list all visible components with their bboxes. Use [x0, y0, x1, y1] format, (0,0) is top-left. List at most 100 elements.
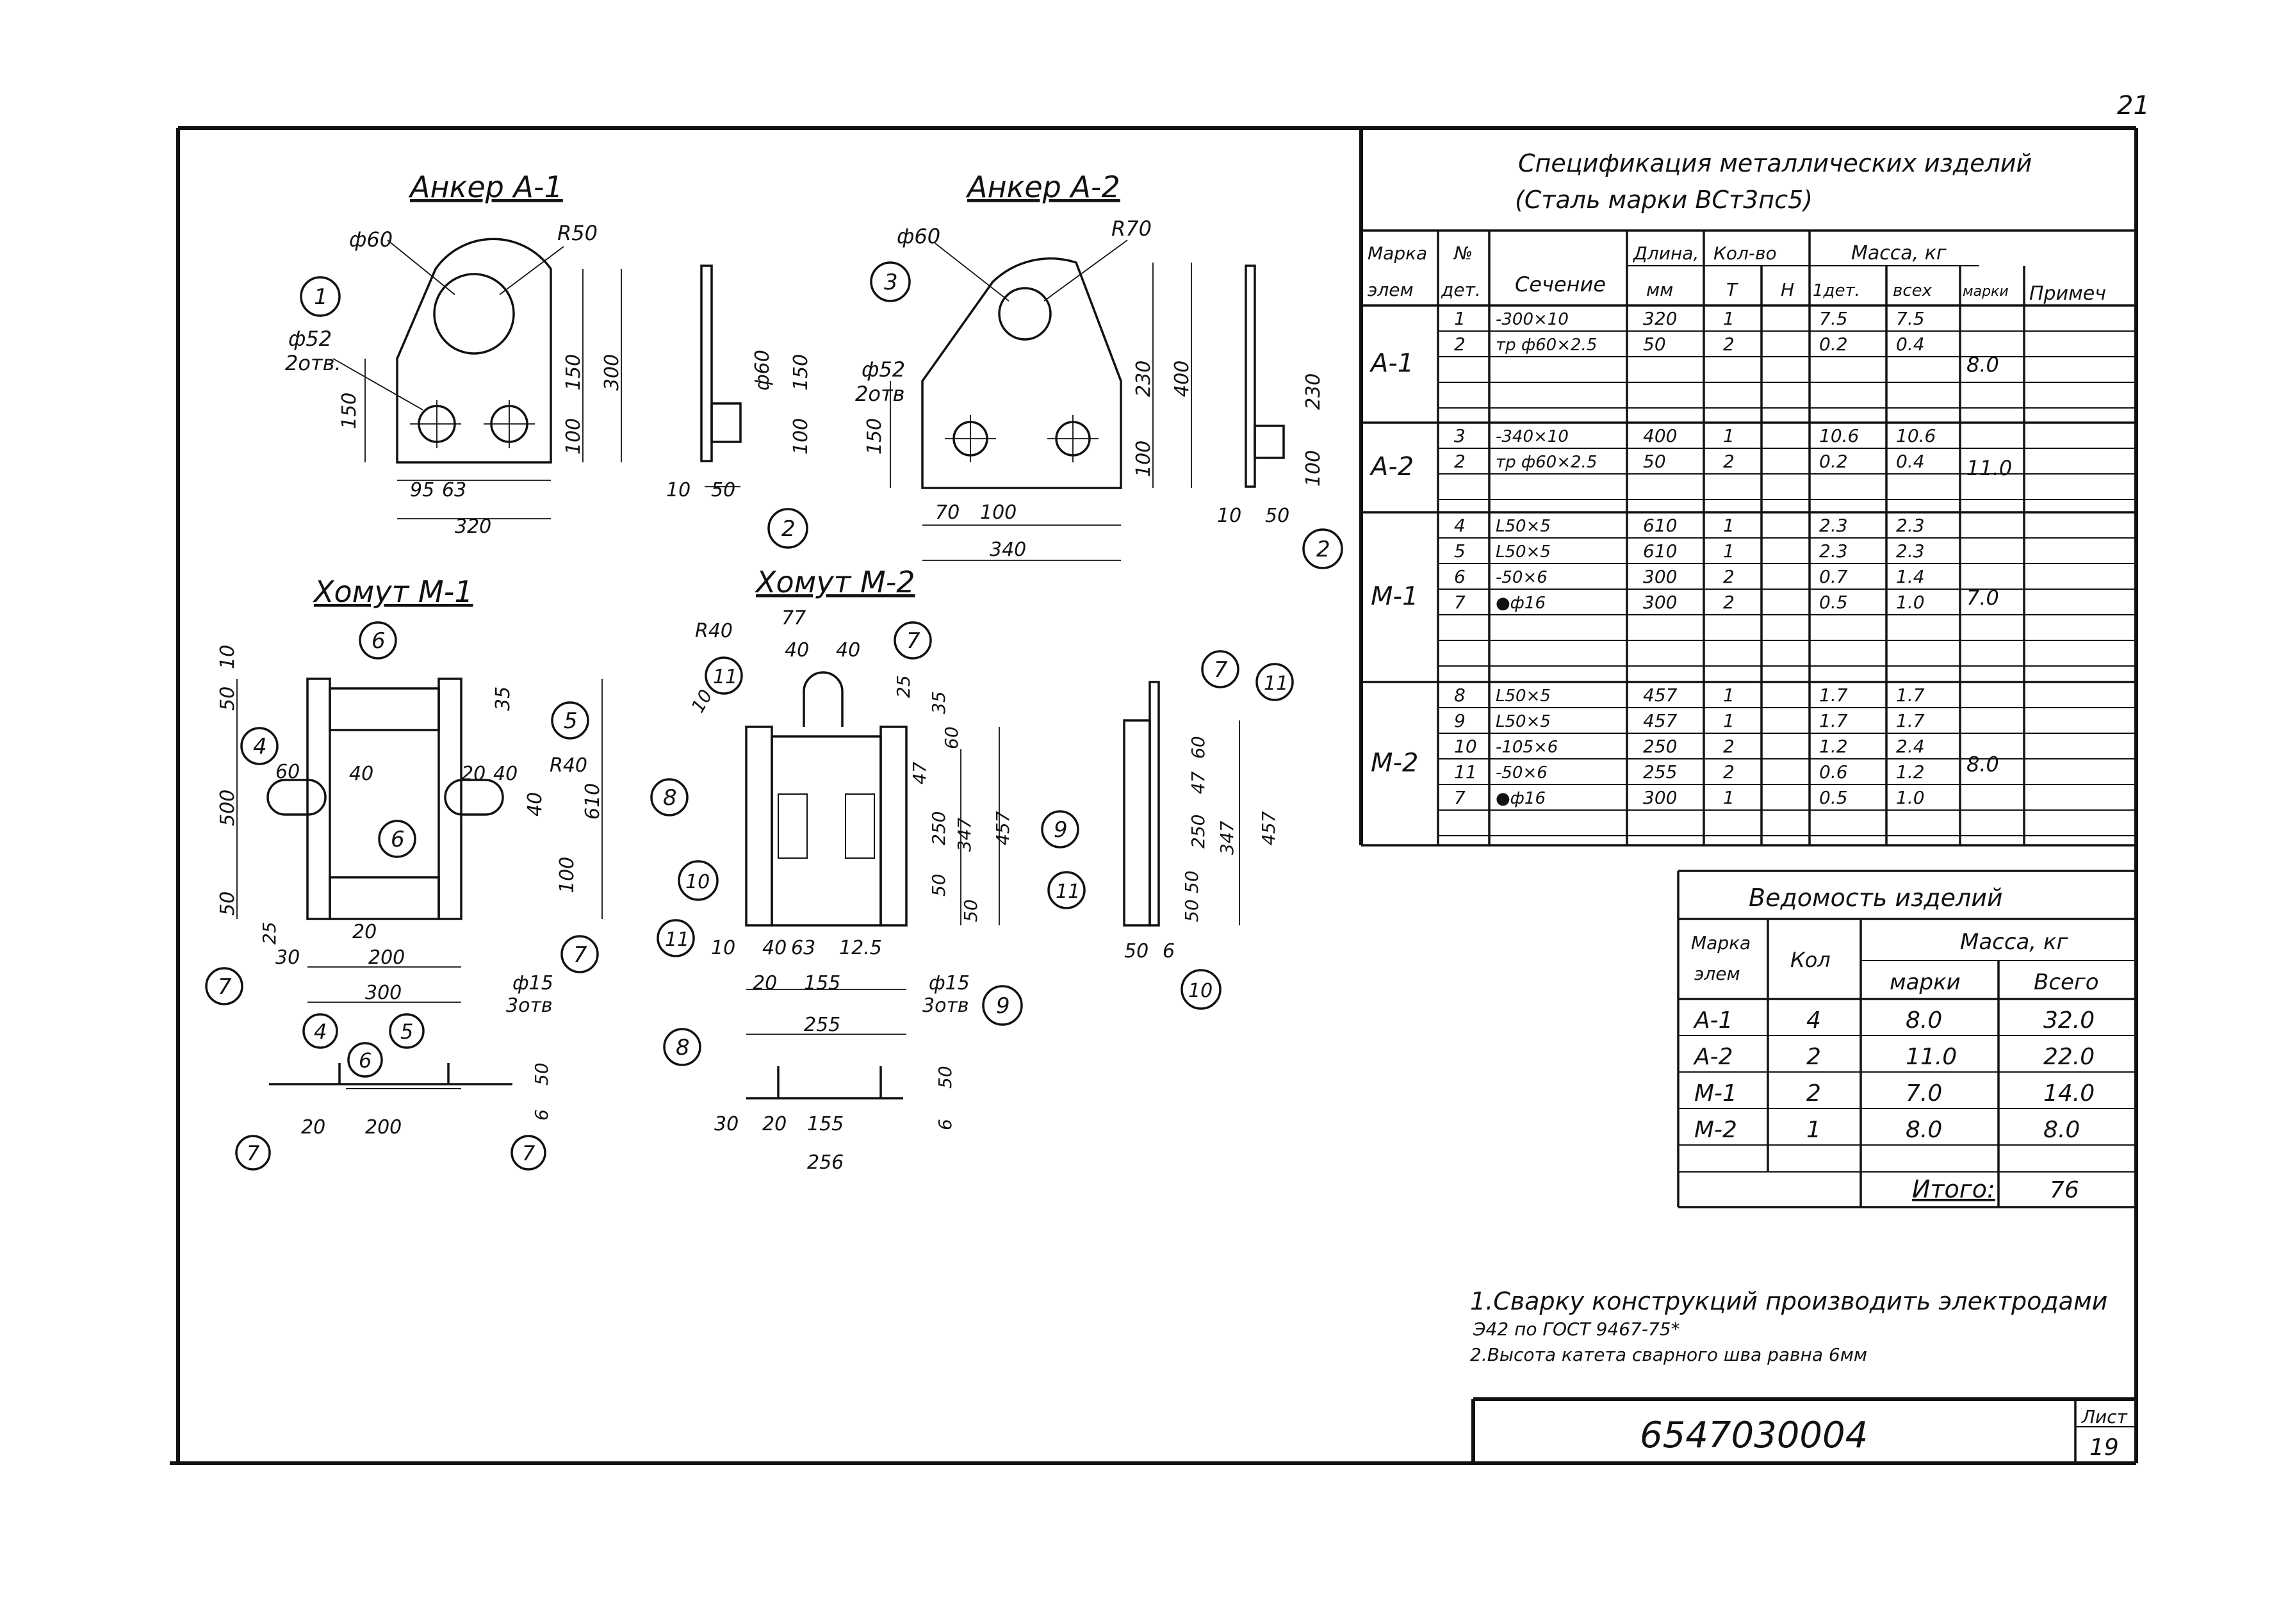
spec-mass-mark: 8.0: [1966, 353, 1999, 377]
a1-dim-1: R50: [557, 221, 598, 245]
m1-dim-1: 50: [217, 686, 239, 711]
note-line2: Э42 по ГОСТ 9467-75*: [1473, 1319, 1680, 1340]
m2-side-dim-4: 457: [1258, 811, 1279, 845]
callout: 8: [663, 1028, 701, 1066]
m2-bot-dim-3: 256: [807, 1151, 844, 1174]
m2-dim-14: 10: [711, 937, 735, 959]
spec-qty-t: 1: [1723, 515, 1735, 536]
m2-side-dim-5: 50: [1181, 870, 1202, 893]
a2-side-dim-1: 100: [1302, 450, 1325, 487]
spec-section: ●ф16: [1496, 789, 1546, 808]
m1-dim-6: 20: [461, 763, 486, 785]
spec-length: 300: [1643, 592, 1677, 613]
svg-text:11: 11: [665, 929, 689, 951]
svg-text:4: 4: [314, 1019, 327, 1044]
a1-side-dim-1: 150: [790, 354, 812, 391]
m2-bot-dim-1: 20: [762, 1113, 787, 1135]
m1-dim-14: 30: [275, 946, 300, 969]
m2-dim-12: 50: [928, 873, 949, 897]
ved-h-mass: Масса, кг: [1960, 929, 2069, 955]
a2-side-dim-2: 10: [1217, 505, 1241, 527]
vedomost-table: Ведомость изделий Марка элем Кол Масса, …: [1677, 870, 2136, 1208]
ved-total: 8.0: [2043, 1117, 2080, 1143]
spec-title: Спецификация металлических изделий (Стал…: [1515, 149, 2032, 214]
m2-dim-0: R40: [695, 620, 733, 642]
ved-h-marki: марки: [1890, 970, 1961, 995]
svg-text:7: 7: [573, 942, 587, 968]
m1-dim-9: 35: [492, 686, 514, 711]
ved-h-mark: Марка: [1691, 932, 1751, 954]
m2-dim-18: 20: [753, 972, 777, 995]
svg-text:1: 1: [314, 284, 328, 310]
m2-dim-7: 60: [941, 726, 962, 749]
m2-bot-dim-5: 6: [935, 1119, 956, 1130]
ved-mark: А-1: [1693, 1007, 1733, 1034]
title-stamp: 6547030004 Лист 19: [1471, 1397, 2136, 1463]
callout: 6: [347, 1042, 383, 1078]
spec-det: 2: [1454, 334, 1466, 355]
ved-qty: 1: [1806, 1117, 1821, 1143]
m2-dim-16: 63: [791, 937, 815, 959]
callout: 7: [560, 935, 599, 973]
m1-dim-12: 610: [582, 783, 604, 820]
callout: 11: [705, 656, 743, 695]
m2-bot-dim-2: 155: [807, 1113, 844, 1135]
spec-mass-all: 7.5: [1896, 308, 1925, 329]
spec-qty-t: 2: [1723, 592, 1735, 613]
a1-side-dim-3: 10: [666, 479, 691, 501]
svg-text:8: 8: [663, 785, 677, 811]
callout: 6: [378, 820, 416, 858]
ved-itogo-label: Итого:: [1912, 1175, 1995, 1203]
spec-length: 300: [1643, 566, 1677, 587]
a1-dim-2: ф52: [288, 327, 332, 351]
m1-bot-dim-2: 50: [531, 1062, 552, 1085]
a2-dim-5: 230: [1132, 361, 1155, 397]
spec-mass-one: 10.6: [1819, 425, 1859, 446]
callout: 5: [389, 1013, 425, 1049]
h-t: Т: [1726, 279, 1738, 300]
ved-h-total: Всего: [2034, 970, 2099, 995]
h-elem: элем: [1368, 279, 1414, 300]
m1-title: Хомут М-1: [313, 574, 473, 609]
m2-dim-9: 250: [928, 811, 949, 845]
a2-dim-3: 2отв: [855, 382, 904, 406]
spec-section: -340×10: [1496, 427, 1569, 446]
svg-text:8: 8: [676, 1035, 690, 1060]
spec-section: -105×6: [1496, 738, 1558, 757]
spec-mass-all: 0.4: [1896, 334, 1925, 355]
spec-det: 10: [1454, 736, 1477, 757]
ved-total: 22.0: [2043, 1044, 2095, 1070]
svg-text:7: 7: [247, 1141, 260, 1165]
a2-dim-0: ф60: [897, 224, 940, 248]
ved-mark: М-1: [1694, 1080, 1737, 1107]
spec-length: 255: [1643, 761, 1677, 783]
spec-det: 7: [1454, 787, 1466, 808]
spec-length: 250: [1643, 736, 1677, 757]
m1-dim-0: 10: [217, 645, 239, 669]
m2-dim-15: 40: [762, 937, 787, 959]
h-mass: Масса, кг: [1851, 242, 1947, 264]
spec-length: 610: [1643, 540, 1677, 562]
m1-dim-18: ф15: [512, 972, 553, 995]
clamp-m1-drawing: Хомут М-1 10 50 500 50 60 40 20 40 R40 3…: [217, 574, 604, 1139]
spec-mass-one: 2.3: [1819, 540, 1848, 562]
spec-mass-one: 0.2: [1819, 451, 1848, 472]
spec-section: L50×5: [1496, 712, 1551, 731]
m2-dim-5: 35: [928, 691, 949, 714]
spec-qty-t: 2: [1723, 761, 1735, 783]
m1-dim-2: 500: [217, 790, 239, 826]
h-marki: марки: [1963, 284, 2009, 300]
svg-text:5: 5: [400, 1019, 413, 1044]
m2-side-dim-7: 50: [1124, 940, 1148, 962]
callout: 10: [678, 860, 719, 901]
svg-text:4: 4: [253, 734, 267, 759]
notes: 1.Сварку конструкций производить электро…: [1470, 1287, 2107, 1365]
h-marka: Марка: [1368, 243, 1427, 264]
note-line1: 1.Сварку конструкций производить электро…: [1470, 1287, 2107, 1315]
callout: 8: [650, 778, 689, 816]
ved-title: Ведомость изделий: [1749, 884, 2003, 912]
ved-total: 14.0: [2043, 1080, 2095, 1107]
svg-text:5: 5: [564, 708, 578, 734]
h-note: Примеч: [2029, 282, 2106, 305]
svg-text:3: 3: [884, 270, 898, 295]
